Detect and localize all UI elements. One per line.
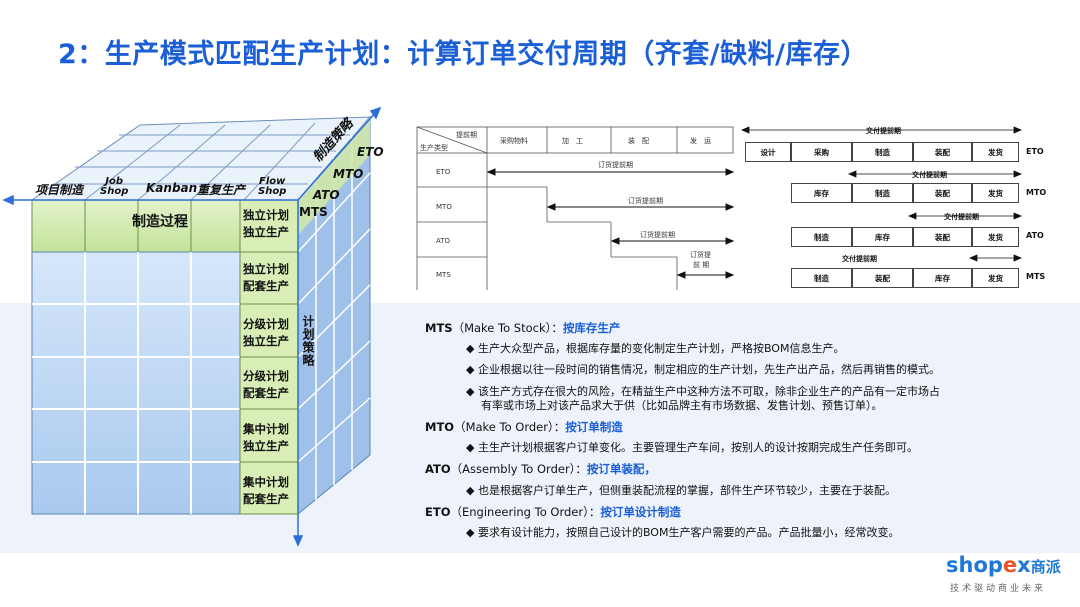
label-planning-strategy: 计划策略 (301, 315, 315, 367)
delivery-label-eto: 交付提前期 (866, 127, 901, 135)
delivery-cell: 发货 (972, 268, 1019, 288)
eto-bullet-1: ◆ 要求有设计能力，按照自己设计的BOM生产客户需要的产品。产品批量小，经常改变… (466, 526, 900, 539)
mts-bullet-1: ◆ 生产大众型产品，根据库存量的变化制定生产计划，严格按BOM信息生产。 (466, 342, 845, 355)
delivery-label-mts: 交付提前期 (842, 255, 877, 263)
delivery-cell: 装配 (913, 227, 972, 247)
lead-time-lines (416, 126, 735, 290)
delivery-cell: 采购 (791, 142, 852, 162)
lead-type-eto: ETO (436, 168, 451, 176)
ato-bullet-1: ◆ 也是根据客户订单生产，但侧重装配流程的掌握，部件生产环节较少，主要在于装配。 (466, 484, 896, 497)
row-label-4: 分级计划配套生产 (243, 369, 289, 400)
lead-corner-bottom: 生产类型 (420, 144, 448, 152)
row-label-2: 独立计划配套生产 (243, 262, 289, 293)
row-label-5: 集中计划独立生产 (243, 422, 289, 453)
lead-type-mts: MTS (436, 271, 451, 279)
label-manufacturing-process: 制造过程 (132, 214, 188, 230)
delivery-tag-mts: MTS (1026, 272, 1046, 281)
delivery-cell: 发货 (972, 183, 1019, 203)
lead-type-ato: ATO (436, 237, 451, 245)
row-label-1: 独立计划独立生产 (243, 208, 289, 239)
brand-slogan: 技术驱动商业未来 (950, 584, 1047, 594)
delivery-cell: 设计 (745, 142, 791, 162)
label-mts: MTS (299, 205, 328, 219)
mts-bullet-2: ◆ 企业根据以往一段时间的销售情况，制定相应的生产计划，先生产出产品，然后再销售… (466, 363, 940, 376)
label-mto: MTO (333, 167, 364, 181)
delivery-cell: 装配 (913, 183, 972, 203)
label-kanban: Kanban (146, 181, 198, 195)
delivery-label-mto: 交付提前期 (912, 171, 947, 179)
label-eto: ETO (357, 145, 384, 159)
delivery-cell: 装配 (852, 268, 913, 288)
mts-bullet-3b: 有率或市场上对该产品求大于供（比如品牌主有市场数据、发售计划、预售订单）。 (481, 399, 883, 412)
lead-label-ato: 订货提前期 (640, 231, 675, 239)
label-project-manufacturing: 项目制造 (35, 183, 84, 197)
lead-corner-top: 提前期 (456, 131, 477, 139)
shopex-logo: shopex商派 (946, 553, 1061, 577)
ato-heading: ATO（Assembly To Order）：按订单装配， (425, 462, 656, 476)
lead-type-mto: MTO (436, 203, 452, 211)
delivery-cell: 库存 (913, 268, 972, 288)
lead-header-ship: 发 运 (690, 137, 711, 145)
label-ato: ATO (313, 188, 340, 202)
delivery-cell: 库存 (791, 183, 852, 203)
delivery-tag-mto: MTO (1026, 188, 1047, 197)
row-label-6: 集中计划配套生产 (243, 475, 289, 506)
delivery-cell: 制造 (791, 227, 852, 247)
lead-label-eto: 订货提前期 (598, 161, 633, 169)
cube-graphic (2, 106, 382, 547)
label-repetitive: 重复生产 (197, 183, 246, 197)
lead-header-purchase: 采购物料 (500, 137, 528, 145)
page-title: 2：生产模式匹配生产计划：计算订单交付周期（齐套/缺料/库存） (58, 39, 869, 70)
delivery-cell: 发货 (972, 227, 1019, 247)
lead-label-mts-1: 订货提 (690, 251, 711, 259)
delivery-arrows (740, 126, 1023, 262)
delivery-cell: 制造 (852, 183, 913, 203)
delivery-label-ato: 交付提前期 (944, 213, 979, 221)
row-label-3: 分级计划独立生产 (243, 317, 289, 348)
lead-header-process: 加 工 (562, 137, 583, 145)
mto-heading: MTO（Make To Order）：按订单制造 (425, 420, 623, 434)
delivery-cell: 装配 (913, 142, 972, 162)
lead-header-assembly: 装 配 (628, 137, 649, 145)
lead-label-mto: 订货提前期 (628, 197, 663, 205)
delivery-cell: 制造 (852, 142, 913, 162)
delivery-tag-eto: ETO (1026, 147, 1044, 156)
delivery-cell: 库存 (852, 227, 913, 247)
mto-bullet-1: ◆ 主生产计划根据客户订单变化。主要管理生产车间，按别人的设计按期完成生产任务即… (466, 441, 918, 454)
mts-heading: MTS（Make To Stock）：按库存生产 (425, 321, 621, 335)
delivery-tag-ato: ATO (1026, 231, 1044, 240)
delivery-cell: 制造 (791, 268, 852, 288)
eto-heading: ETO（Engineering To Order）：按订单设计制造 (425, 505, 681, 519)
mts-bullet-3a: ◆ 该生产方式存在很大的风险，在精益生产中这种方法不可取，除非企业生产的产品有一… (466, 385, 940, 398)
lead-label-mts-2: 前 期 (693, 261, 710, 269)
delivery-cell: 发货 (972, 142, 1019, 162)
